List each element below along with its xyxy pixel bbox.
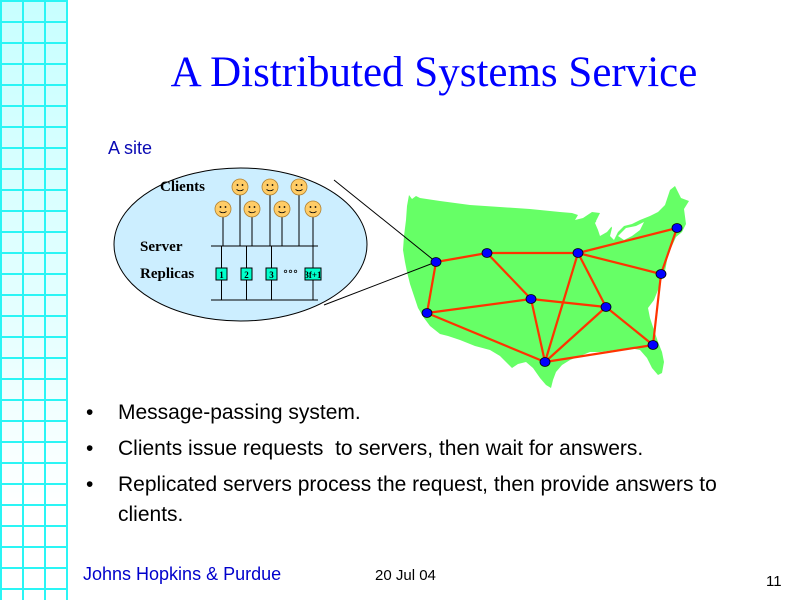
site-label: A site [108, 138, 153, 158]
footer-date: 20 Jul 04 [375, 567, 436, 584]
network-nodes [421, 223, 683, 367]
network-node-icon [600, 302, 612, 312]
bullet-dot: • [86, 401, 94, 424]
bullet-item: • Message-passing system. [84, 398, 764, 428]
decorative-grid-strip [0, 0, 68, 600]
replica-label: 2 [244, 270, 249, 280]
clients-group [214, 178, 322, 246]
clients-label: Clients [160, 179, 205, 195]
network-link [577, 252, 607, 308]
server-label: Server [140, 239, 183, 255]
network-link [659, 227, 679, 275]
network-node-icon [430, 257, 442, 267]
network-node-icon [647, 340, 659, 350]
network-link [577, 251, 662, 276]
network-node-icon [671, 223, 683, 233]
network-node-icon [525, 294, 537, 304]
bullet-text: Message-passing system. [118, 401, 361, 424]
bullet-item: • Clients issue requests to servers, the… [84, 434, 764, 464]
network-link [435, 251, 488, 264]
bullet-text: Replicated servers process the request, … [118, 473, 717, 526]
network-link [544, 306, 607, 363]
us-map-icon [403, 186, 689, 388]
smiley-face-icon [214, 200, 232, 246]
network-link [529, 298, 547, 363]
network-node-icon [421, 308, 433, 318]
footer-organization: Johns Hopkins & Purdue [83, 564, 282, 584]
bullet-item: • Replicated servers process the request… [84, 470, 764, 530]
server-replica-box-icon: 3 [265, 246, 278, 300]
smiley-face-icon [243, 200, 261, 246]
smiley-face-icon [290, 178, 308, 246]
network-link [426, 297, 532, 315]
zoom-line-top [333, 179, 437, 263]
replica-label: 3f+1 [304, 270, 322, 280]
bullet-list: • Message-passing system. • Clients issu… [84, 398, 764, 536]
replica-label: 1 [219, 270, 224, 280]
zoom-line-bottom [323, 261, 437, 306]
server-replica-box-icon: 2 [240, 246, 253, 300]
bullet-text: Clients issue requests to servers, then … [118, 437, 644, 460]
smiley-face-icon [231, 178, 249, 246]
smiley-face-icon [261, 178, 279, 246]
replicas-group: 1 2 3 3f+1 [215, 246, 322, 300]
network-node-icon [539, 357, 551, 367]
smiley-face-icon [273, 200, 291, 246]
replicas-label: Replicas [140, 266, 194, 282]
server-replica-box-icon: 1 [215, 246, 228, 300]
network-node-icon [655, 269, 667, 279]
network-link [651, 273, 663, 346]
network-link [543, 252, 580, 363]
network-link [486, 252, 532, 300]
page-number: 11 [766, 573, 782, 590]
network-node-icon [572, 248, 584, 258]
network-link [577, 226, 678, 255]
slide-title: A Distributed Systems Service [170, 49, 698, 96]
us-map-shape [403, 186, 689, 388]
network-link [530, 297, 607, 309]
network-node-icon [481, 248, 493, 258]
replica-label: 3 [269, 270, 274, 280]
network-link [544, 343, 654, 364]
smiley-face-icon [304, 200, 322, 246]
network-links [425, 226, 679, 364]
network-link [605, 306, 654, 346]
great-lakes [595, 216, 644, 240]
network-link [426, 311, 546, 364]
replica-ellipsis: °°° [283, 269, 298, 280]
network-link [425, 261, 438, 314]
server-replica-box-icon: 3f+1 [304, 246, 322, 300]
bullet-dot: • [86, 437, 94, 460]
bullet-dot: • [86, 473, 94, 496]
